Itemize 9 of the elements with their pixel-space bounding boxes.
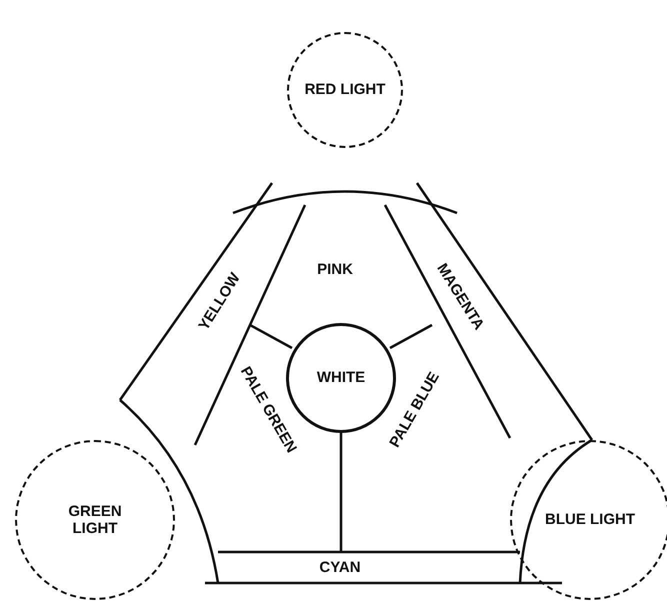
region-label: CYAN — [319, 559, 361, 577]
light-circle — [15, 440, 175, 600]
light-circle — [287, 32, 403, 148]
region-label: PINK — [317, 261, 353, 279]
circle-label: BLUE LIGHT — [545, 511, 635, 529]
light-circle — [510, 440, 667, 600]
circle-label: WHITE — [316, 369, 366, 387]
circle-label: RED LIGHT — [304, 81, 386, 99]
circle-label: GREEN LIGHT — [67, 502, 123, 538]
